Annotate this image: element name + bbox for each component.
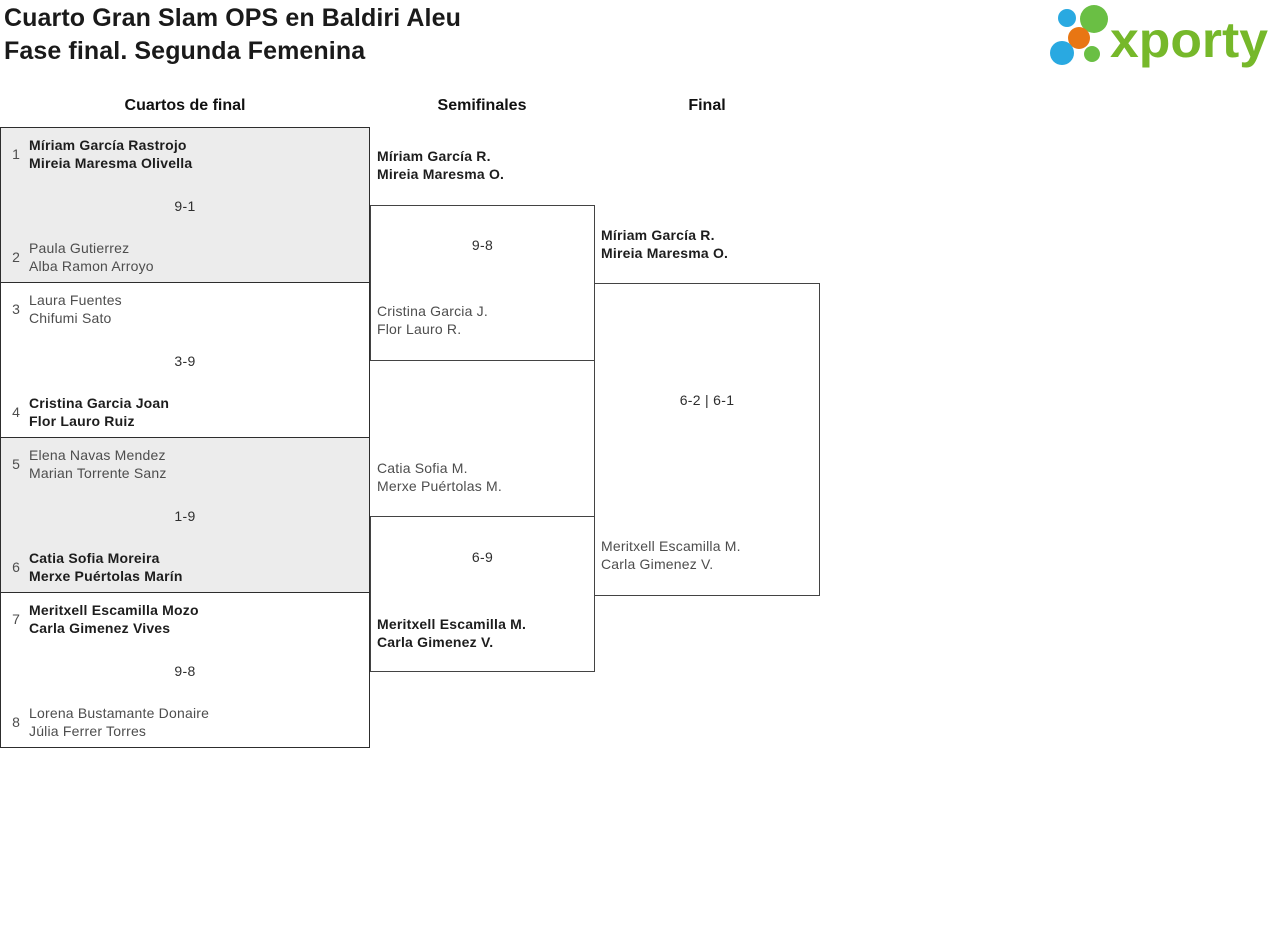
sf2-score: 6-9 — [471, 549, 494, 565]
team-names: Meritxell Escamilla Mozo Carla Gimenez V… — [29, 601, 199, 637]
team-names: Catia Sofia Moreira Merxe Puértolas Marí… — [29, 549, 183, 585]
player-2: Júlia Ferrer Torres — [29, 723, 147, 739]
sf1-team-2: Cristina Garcia J. Flor Lauro R. — [377, 302, 488, 338]
qf-match-2: 3 Laura Fuentes Chifumi Sato 3-9 4 Crist… — [0, 282, 370, 438]
sf2-team-1: Catia Sofia M. Merxe Puértolas M. — [377, 459, 502, 495]
logo-dot-blue-small — [1058, 9, 1076, 27]
player-1: Catia Sofia M. — [377, 460, 468, 476]
player-2: Mireia Maresma Olivella — [29, 155, 193, 171]
seed-number: 2 — [12, 249, 20, 265]
seed-number: 4 — [12, 404, 20, 420]
qf1-team-1: 1 Míriam García Rastrojo Mireia Maresma … — [7, 136, 192, 172]
qf-match-1: 1 Míriam García Rastrojo Mireia Maresma … — [0, 127, 370, 283]
qf4-team-1: 7 Meritxell Escamilla Mozo Carla Gimenez… — [7, 601, 199, 637]
final-match-box — [594, 283, 820, 596]
qf2-team-1: 3 Laura Fuentes Chifumi Sato — [7, 291, 122, 327]
player-1: Míriam García Rastrojo — [29, 137, 187, 153]
team-names: Míriam García Rastrojo Mireia Maresma Ol… — [29, 136, 192, 172]
logo-dot-green-small — [1084, 46, 1100, 62]
logo-dots-icon — [1050, 5, 1108, 65]
player-2: Chifumi Sato — [29, 310, 112, 326]
player-2: Carla Gimenez V. — [377, 634, 494, 650]
round-header-final: Final — [688, 97, 726, 114]
player-1: Meritxell Escamilla M. — [601, 538, 741, 554]
player-2: Flor Lauro Ruiz — [29, 413, 135, 429]
qf-match-3: 5 Elena Navas Mendez Marian Torrente San… — [0, 437, 370, 593]
team-names: Elena Navas Mendez Marian Torrente Sanz — [29, 446, 167, 482]
qf3-score: 1-9 — [174, 508, 196, 524]
qf3-team-2: 6 Catia Sofia Moreira Merxe Puértolas Ma… — [7, 549, 183, 585]
round-header-semifinales: Semifinales — [437, 97, 527, 114]
team-names: Lorena Bustamante Donaire Júlia Ferrer T… — [29, 704, 209, 740]
qf1-team-2: 2 Paula Gutierrez Alba Ramon Arroyo — [7, 239, 154, 275]
qf4-score: 9-8 — [174, 663, 196, 679]
logo-dot-blue-large — [1050, 41, 1074, 65]
qf-match-4: 7 Meritxell Escamilla Mozo Carla Gimenez… — [0, 592, 370, 748]
logo-wordmark: xporty — [1110, 12, 1268, 68]
qf2-score: 3-9 — [174, 353, 196, 369]
final-team-1: Míriam García R. Mireia Maresma O. — [601, 226, 728, 262]
player-2: Marian Torrente Sanz — [29, 465, 167, 481]
round-header-cuartos: Cuartos de final — [124, 97, 246, 114]
logo-dot-green-large — [1080, 5, 1108, 33]
player-2: Mireia Maresma O. — [377, 166, 505, 182]
sf1-team-1: Míriam García R. Mireia Maresma O. — [377, 147, 504, 183]
final-score: 6-2 | 6-1 — [679, 392, 735, 408]
seed-number: 7 — [12, 611, 20, 627]
page-title: Cuarto Gran Slam OPS en Baldiri Aleu Fas… — [4, 2, 461, 68]
seed-number: 5 — [12, 456, 20, 472]
seed-number: 1 — [12, 146, 20, 162]
player-1: Míriam García R. — [601, 227, 715, 243]
final-team-2: Meritxell Escamilla M. Carla Gimenez V. — [601, 537, 741, 573]
player-1: Míriam García R. — [377, 148, 491, 164]
player-1: Cristina Garcia Joan — [29, 395, 170, 411]
player-1: Meritxell Escamilla M. — [377, 616, 527, 632]
player-1: Paula Gutierrez — [29, 240, 130, 256]
player-1: Meritxell Escamilla Mozo — [29, 602, 199, 618]
qf2-team-2: 4 Cristina Garcia Joan Flor Lauro Ruiz — [7, 394, 169, 430]
sf2-team-2: Meritxell Escamilla M. Carla Gimenez V. — [377, 615, 526, 651]
seed-number: 6 — [12, 559, 20, 575]
team-names: Paula Gutierrez Alba Ramon Arroyo — [29, 239, 154, 275]
team-names: Laura Fuentes Chifumi Sato — [29, 291, 122, 327]
player-2: Flor Lauro R. — [377, 321, 462, 337]
page-title-line1: Cuarto Gran Slam OPS en Baldiri Aleu — [4, 4, 461, 32]
page-title-line2: Fase final. Segunda Femenina — [4, 37, 366, 65]
player-2: Merxe Puértolas Marín — [29, 568, 183, 584]
qf3-team-1: 5 Elena Navas Mendez Marian Torrente San… — [7, 446, 167, 482]
seed-number: 8 — [12, 714, 20, 730]
logo-dot-orange — [1068, 27, 1090, 49]
player-1: Cristina Garcia J. — [377, 303, 488, 319]
player-2: Alba Ramon Arroyo — [29, 258, 154, 274]
qf1-score: 9-1 — [174, 198, 196, 214]
sf1-score: 9-8 — [471, 237, 494, 253]
player-2: Merxe Puértolas M. — [377, 478, 502, 494]
qf4-team-2: 8 Lorena Bustamante Donaire Júlia Ferrer… — [7, 704, 209, 740]
player-2: Carla Gimenez Vives — [29, 620, 171, 636]
player-2: Mireia Maresma O. — [601, 245, 729, 261]
player-1: Catia Sofia Moreira — [29, 550, 160, 566]
player-1: Laura Fuentes — [29, 292, 122, 308]
team-names: Cristina Garcia Joan Flor Lauro Ruiz — [29, 394, 169, 430]
player-2: Carla Gimenez V. — [601, 556, 714, 572]
player-1: Lorena Bustamante Donaire — [29, 705, 210, 721]
player-1: Elena Navas Mendez — [29, 447, 166, 463]
seed-number: 3 — [12, 301, 20, 317]
xporty-logo[interactable]: xporty — [1048, 3, 1272, 73]
